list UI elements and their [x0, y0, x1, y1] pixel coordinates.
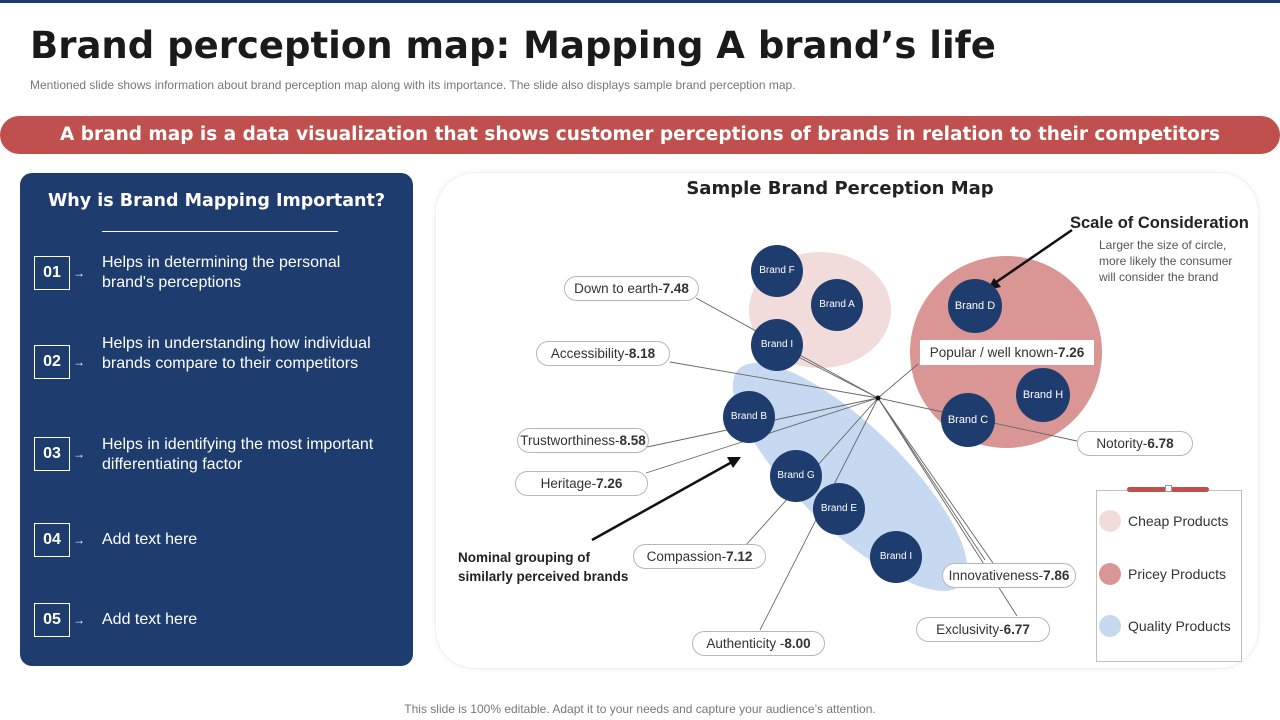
legend-label: Cheap Products — [1128, 513, 1229, 529]
map-legend: Cheap Products Pricey Products Quality P… — [1096, 485, 1242, 662]
importance-heading: Why is Brand Mapping Important? — [47, 191, 386, 211]
brand-e-circle: Brand E — [813, 483, 865, 535]
legend-item-pricey: Pricey Products — [1097, 563, 1241, 587]
legend-item-cheap: Cheap Products — [1097, 510, 1241, 534]
legend-swatch — [1099, 510, 1121, 532]
connector-line — [877, 397, 986, 561]
attribute-heritage: Heritage-7.26 — [515, 471, 648, 496]
brand-a-circle: Brand A — [811, 279, 863, 331]
connector-line — [877, 397, 994, 564]
item-text: Helps in identifying the most important … — [102, 436, 374, 473]
footer-note: This slide is 100% editable. Adapt it to… — [404, 702, 876, 716]
perception-map-frame — [435, 172, 1259, 669]
connector-line — [877, 363, 919, 399]
item-text: Helps in understanding how individual br… — [102, 335, 371, 372]
scale-arrow-line — [991, 228, 1073, 287]
legend-swatch — [1099, 615, 1121, 637]
attribute-notority: Notority-6.78 — [1077, 431, 1193, 456]
arrow-right-icon: → — [73, 447, 85, 461]
item-number: 03 — [34, 437, 70, 471]
item-number: 01 — [34, 256, 70, 290]
legend-item-quality: Quality Products — [1097, 615, 1241, 639]
scale-description: Larger the size of circle, more likely t… — [1099, 238, 1233, 284]
nominal-line-1: Nominal grouping of — [458, 550, 590, 565]
legend-label: Quality Products — [1128, 618, 1231, 634]
brand-c-circle: Brand C — [941, 393, 995, 447]
scale-title: Scale of Consideration — [1070, 214, 1249, 232]
attribute-trustworthiness: Trustworthiness-8.58 — [517, 428, 649, 453]
top-accent-line — [0, 0, 1280, 3]
arrow-right-icon: → — [73, 266, 85, 280]
brand-h-circle: Brand H — [1016, 368, 1070, 422]
page-subtitle: Mentioned slide shows information about … — [30, 78, 796, 92]
brand-i-top-circle: Brand I — [751, 319, 803, 371]
legend-swatch — [1099, 563, 1121, 585]
brand-d-circle: Brand D — [948, 279, 1002, 333]
nominal-arrow-line — [591, 460, 733, 542]
attribute-authenticity: Authenticity -8.00 — [692, 631, 825, 656]
connector-line — [669, 361, 879, 399]
item-text: Add text here — [102, 611, 198, 628]
brand-g-circle: Brand G — [770, 450, 822, 502]
attribute-popular: Popular / well known-7.26 — [920, 340, 1094, 365]
nominal-arrowhead — [727, 457, 741, 468]
map-title: Sample Brand Perception Map — [686, 178, 994, 199]
arrow-right-icon: → — [73, 533, 85, 547]
brand-f-circle: Brand F — [751, 245, 803, 297]
nominal-grouping-note: Nominal grouping of similarly perceived … — [458, 548, 628, 586]
connector-hub — [875, 395, 881, 401]
attribute-compassion: Compassion-7.12 — [633, 544, 766, 569]
attribute-innovativeness: Innovativeness-7.86 — [942, 563, 1076, 588]
attribute-accessibility: Accessibility-8.18 — [536, 341, 670, 366]
heading-divider — [102, 231, 338, 232]
arrow-right-icon: → — [73, 355, 85, 369]
legend-label: Pricey Products — [1128, 566, 1227, 582]
brand-b-circle: Brand B — [723, 391, 775, 443]
item-number: 05 — [34, 603, 70, 637]
legend-knob — [1165, 485, 1172, 492]
item-text: Helps in determining the personal brand'… — [102, 254, 341, 291]
brand-i-bottom-circle: Brand I — [870, 531, 922, 583]
definition-banner: A brand map is a data visualization that… — [0, 116, 1280, 154]
arrow-right-icon: → — [73, 613, 85, 627]
nominal-line-2: similarly perceived brands — [458, 569, 629, 584]
attribute-down-to-earth: Down to earth-7.48 — [564, 276, 699, 301]
item-text: Add text here — [102, 531, 198, 548]
item-number: 04 — [34, 523, 70, 557]
attribute-exclusivity: Exclusivity-6.77 — [916, 617, 1050, 642]
importance-panel: Why is Brand Mapping Important? 01 → Hel… — [20, 173, 413, 666]
item-number: 02 — [34, 345, 70, 379]
page-title: Brand perception map: Mapping A brand’s … — [30, 24, 996, 67]
